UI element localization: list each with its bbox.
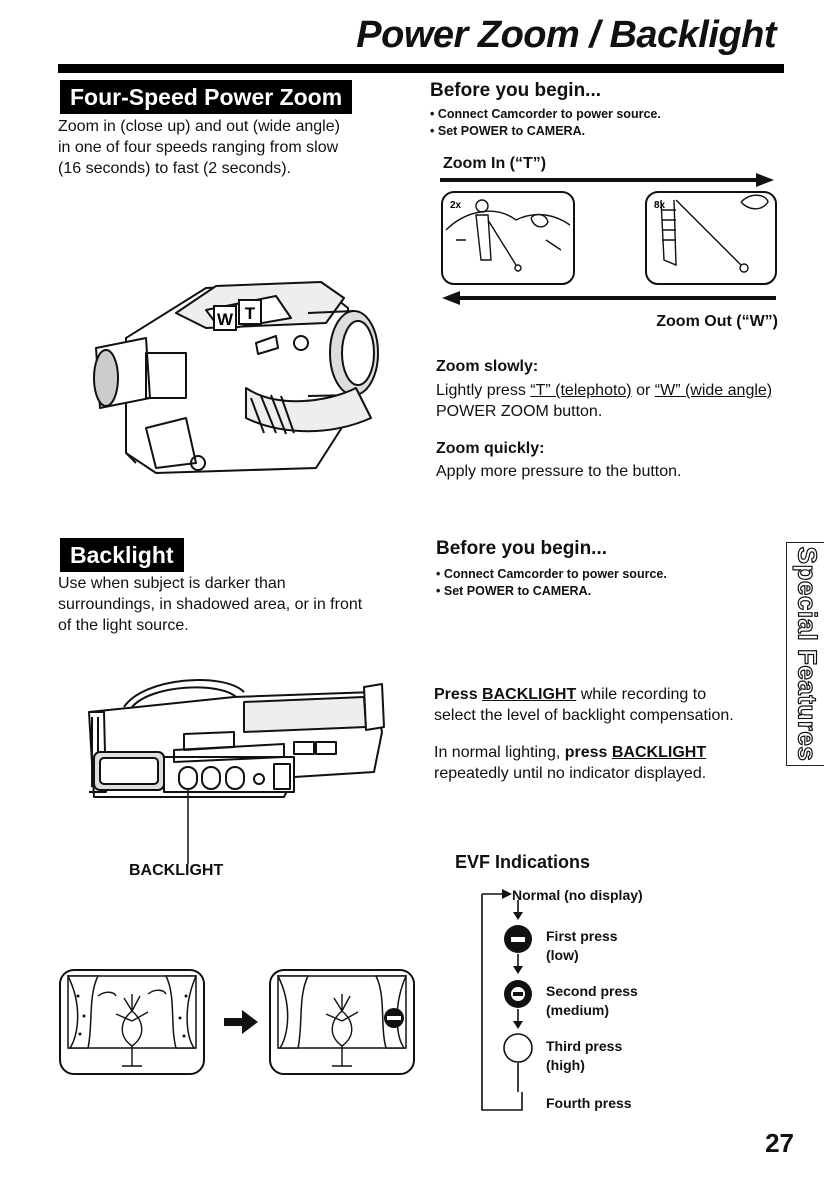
scene-frame-before bbox=[59, 969, 205, 1075]
zoom-frame-wide bbox=[441, 191, 575, 285]
bullet-item: Connect Camcorder to power source. bbox=[430, 106, 661, 123]
zoom-frame-tele-badge: 8x bbox=[654, 200, 666, 211]
zoom-intro-line: (16 seconds) to fast (2 seconds). bbox=[58, 160, 291, 177]
zoom-frame-tele bbox=[645, 191, 777, 285]
zoom-frame-wide-badge: 2x bbox=[450, 200, 462, 211]
scene-frame-after bbox=[269, 969, 415, 1075]
section-banner-backlight: Backlight bbox=[60, 538, 184, 572]
backlight-intro-line: Use when subject is darker than bbox=[58, 575, 286, 592]
zoom-intro: Zoom in (close up) and out (wide angle) … bbox=[58, 116, 408, 179]
telephoto-key: “T” (telephoto) bbox=[530, 382, 632, 399]
bullet-item: Connect Camcorder to power source. bbox=[436, 566, 667, 583]
camcorder-zoom-illustration: W T bbox=[93, 281, 379, 474]
zoom-in-label: Zoom In (“T”) bbox=[443, 155, 547, 172]
backlight-intro-line: surroundings, in shadowed area, or in fr… bbox=[58, 596, 363, 613]
backlight-before-heading: Before you begin... bbox=[436, 538, 608, 559]
evf-sequence-diagram bbox=[481, 889, 533, 1111]
backlight-key: BACKLIGHT bbox=[482, 686, 577, 703]
rocker-t-label: T bbox=[245, 304, 256, 323]
zoom-intro-line: in one of four speeds ranging from slow bbox=[58, 139, 339, 156]
backlight-intro: Use when subject is darker than surround… bbox=[58, 573, 418, 636]
zoom-slowly-text: Lightly press “T” (telephoto) or “W” (wi… bbox=[436, 382, 773, 420]
evf-heading: EVF Indications bbox=[455, 852, 591, 872]
zoom-quickly-heading: Zoom quickly: bbox=[436, 440, 545, 457]
backlight-key: BACKLIGHT bbox=[611, 744, 707, 761]
zoom-direction-diagram: 2x 8x bbox=[440, 173, 777, 305]
backlight-instruction-1: Press BACKLIGHT while recording to selec… bbox=[434, 686, 734, 724]
camcorder-backlight-illustration bbox=[88, 679, 385, 864]
rocker-w-label: W bbox=[217, 310, 234, 329]
evf-item-second: Second press (medium) bbox=[546, 983, 638, 1018]
zoom-out-arrow bbox=[442, 291, 776, 305]
evf-item-normal: Normal (no display) bbox=[512, 887, 643, 903]
wide-angle-key: “W” (wide angle) bbox=[654, 382, 773, 399]
backlight-intro-line: of the light source. bbox=[58, 617, 189, 634]
side-tab-label: Special Features bbox=[792, 546, 823, 762]
evf-item-third: Third press (high) bbox=[546, 1038, 623, 1073]
section-banner-power-zoom: Four-Speed Power Zoom bbox=[60, 80, 353, 114]
zoom-out-label: Zoom Out (“W”) bbox=[656, 313, 778, 330]
backlight-instruction-2: In normal lighting, press BACKLIGHT repe… bbox=[434, 744, 707, 782]
evf-item-fourth: Fourth press bbox=[546, 1095, 632, 1111]
zoom-quickly-text: Apply more pressure to the button. bbox=[436, 463, 682, 480]
side-tab-special-features: Special Features bbox=[786, 542, 824, 766]
zoom-in-arrow bbox=[440, 173, 774, 187]
evf-item-first: First press (low) bbox=[546, 928, 618, 963]
zoom-before-bullets: Connect Camcorder to power source. Set P… bbox=[430, 106, 661, 140]
zoom-before-heading: Before you begin... bbox=[430, 80, 602, 101]
backlight-before-bullets: Connect Camcorder to power source. Set P… bbox=[436, 566, 667, 600]
backlight-button-callout: BACKLIGHT bbox=[129, 862, 224, 879]
bullet-item: Set POWER to CAMERA. bbox=[436, 583, 667, 600]
evf-icon-high bbox=[503, 1033, 533, 1063]
title-rule bbox=[58, 64, 784, 73]
before-after-arrow bbox=[224, 1010, 258, 1034]
page-number: 27 bbox=[765, 1128, 794, 1158]
page-title: Power Zoom / Backlight bbox=[356, 14, 776, 56]
zoom-intro-line: Zoom in (close up) and out (wide angle) bbox=[58, 118, 340, 135]
zoom-slowly-heading: Zoom slowly: bbox=[436, 358, 539, 375]
backlight-before-after bbox=[59, 969, 415, 1075]
bullet-item: Set POWER to CAMERA. bbox=[430, 123, 661, 140]
